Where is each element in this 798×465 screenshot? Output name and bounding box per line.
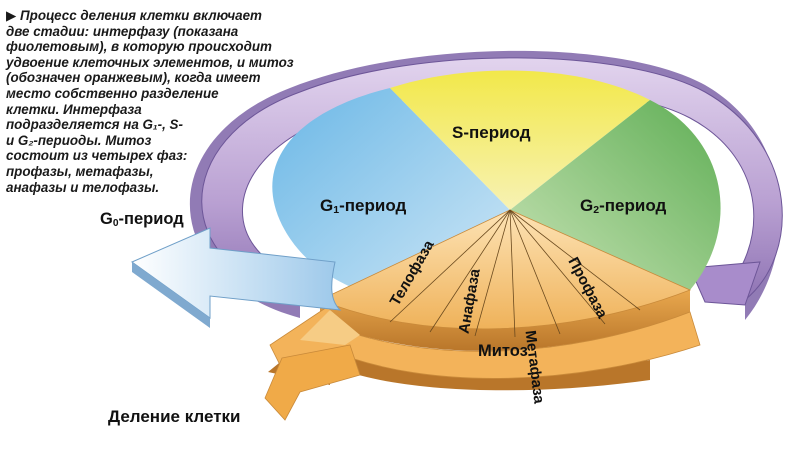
mitosis-sector bbox=[318, 209, 692, 330]
s-period-label: S-период bbox=[452, 123, 531, 142]
g2-sector bbox=[510, 100, 721, 290]
g2-subscript: 2 bbox=[593, 203, 600, 216]
g2-letter: G bbox=[580, 196, 594, 215]
g1-letter: G bbox=[320, 196, 334, 215]
g0-arrow bbox=[130, 227, 342, 319]
g0-subscript: 0 bbox=[112, 217, 119, 229]
cell-division-arrow bbox=[269, 304, 701, 379]
g1-suffix: -период bbox=[339, 196, 407, 215]
mitosis-dividers bbox=[389, 209, 641, 338]
cell-division-label: Деление клетки bbox=[108, 407, 241, 426]
g0-suffix: -период bbox=[118, 210, 184, 228]
cell-division-arrow-tail bbox=[264, 344, 361, 421]
g1-subscript: 1 bbox=[333, 203, 340, 216]
description-caption: ▶ Процесс деления клетки включает две ст… bbox=[6, 8, 308, 195]
caption-text: ▶ Процесс деления клетки включает две ст… bbox=[6, 8, 294, 195]
cell-division-arrowhead bbox=[300, 310, 360, 345]
mitosis-label: Митоз bbox=[478, 342, 528, 360]
g0-letter: G bbox=[100, 210, 113, 228]
g2-period-label: G2-период bbox=[580, 196, 666, 216]
mitosis-side bbox=[320, 290, 690, 351]
g0-arrow-side bbox=[132, 262, 210, 328]
g1-period-label: G1-период bbox=[320, 196, 406, 216]
g0-period-label: G0-период bbox=[100, 210, 184, 229]
s-sector bbox=[390, 70, 650, 210]
g2-suffix: -период bbox=[599, 196, 667, 215]
interphase-arrowhead bbox=[689, 261, 761, 306]
